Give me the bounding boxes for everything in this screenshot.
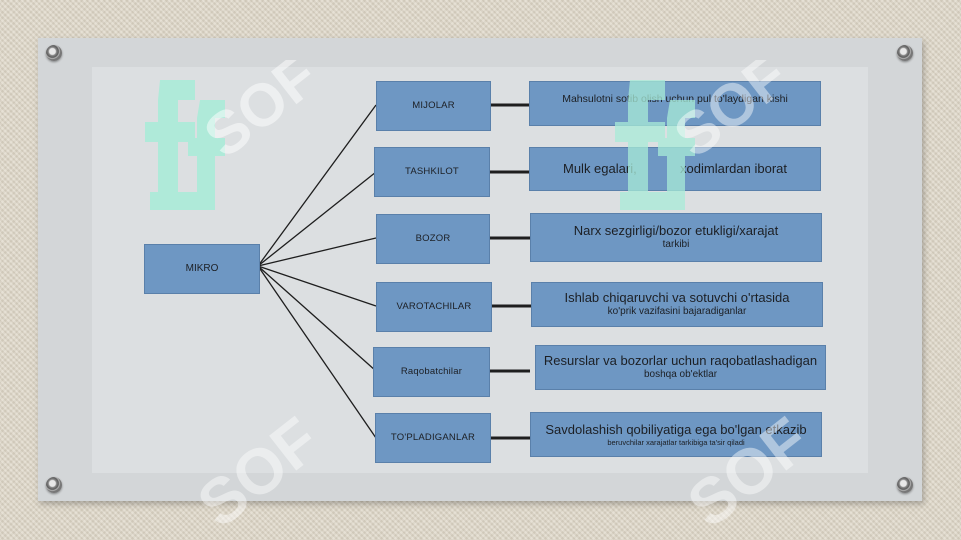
desc-text-line2: beruvchilar xarajatlar tarkibiga ta'sir … <box>607 437 745 447</box>
desc-text: Resurslar va bozorlar uchun raqobatlasha… <box>543 353 818 369</box>
node-raqobatchilar: Raqobatchilar <box>373 347 490 397</box>
connector-line <box>257 171 377 267</box>
connector-line <box>257 265 377 372</box>
desc-text: Mahsulotni sotib olish uchun pul to'layd… <box>562 93 788 105</box>
node-label: Raqobatchilar <box>400 366 463 378</box>
desc-varotachilar: Ishlab chiqaruvchi va sotuvchi o'rtasida… <box>531 282 823 327</box>
node-label: VAROTACHILAR <box>396 301 472 313</box>
node-label: TASHKILOT <box>405 166 459 178</box>
desc-mijolar: Mahsulotni sotib olish uchun pul to'layd… <box>529 81 821 126</box>
desc-text: Ishlab chiqaruvchi va sotuvchi o'rtasida <box>564 290 790 306</box>
node-topladiganlar: TO'PLADIGANLAR <box>375 413 491 463</box>
node-label: MIJOLAR <box>412 100 455 112</box>
desc-raqobatchilar: Resurslar va bozorlar uchun raqobatlasha… <box>535 345 826 390</box>
connector-line <box>257 265 377 439</box>
node-varotachilar: VAROTACHILAR <box>376 282 492 332</box>
node-label: TO'PLADIGANLAR <box>390 432 476 444</box>
screw-icon <box>46 477 62 493</box>
desc-text: Mulk egalari, xodimlardan iborat <box>563 160 787 176</box>
screw-icon <box>46 45 62 61</box>
node-mijolar: MIJOLAR <box>376 81 491 131</box>
root-node: MIKRO <box>144 244 260 294</box>
connector-line <box>257 104 377 267</box>
connector-line <box>257 237 377 267</box>
screw-icon <box>897 477 913 493</box>
desc-topladiganlar: Savdolashish qobiliyatiga ega bo'lgan et… <box>530 412 822 457</box>
desc-bozor: Narx sezgirligi/bozor etukligi/xarajat t… <box>530 213 822 262</box>
node-label: BOZOR <box>415 233 451 245</box>
node-bozor: BOZOR <box>376 214 490 264</box>
desc-text-line2: ko'prik vazifasini bajaradiganlar <box>607 306 747 318</box>
desc-text-line2: boshqa ob'ektlar <box>643 369 718 381</box>
connector-line <box>257 265 377 307</box>
desc-text: Savdolashish qobiliyatiga ega bo'lgan et… <box>545 421 807 437</box>
desc-text-line2: tarkibi <box>662 239 690 251</box>
screw-icon <box>897 45 913 61</box>
root-node-label: MIKRO <box>185 262 219 274</box>
desc-text: Narx sezgirligi/bozor etukligi/xarajat <box>573 223 779 239</box>
node-tashkilot: TASHKILOT <box>374 147 490 197</box>
desc-tashkilot: Mulk egalari, xodimlardan iborat <box>529 147 821 191</box>
